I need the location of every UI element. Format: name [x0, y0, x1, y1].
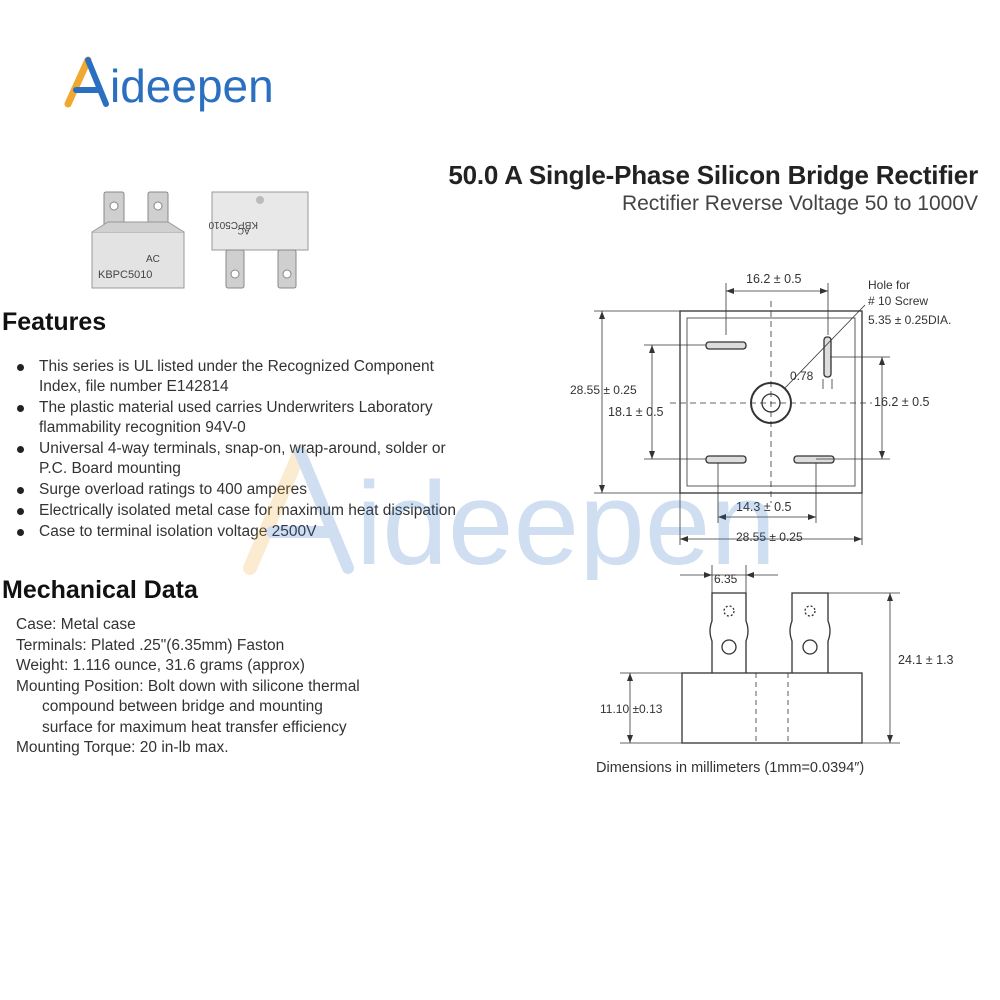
logo-wordmark: ideepen [110, 60, 274, 112]
dimension-drawing: 16.2 ± 0.5 Hole for # 10 Screw 5.35 ± 0.… [570, 272, 954, 744]
feature-item: This series is UL listed under the Recog… [14, 357, 474, 397]
dim-inner-left: 18.1 ± 0.5 [608, 405, 664, 419]
hole-note-line2: # 10 Screw [868, 294, 928, 308]
dim-outer-left: 28.55 ± 0.25 [570, 383, 637, 397]
feature-item: The plastic material used carries Underw… [14, 398, 474, 438]
terminal-slot [823, 336, 832, 378]
aideepen-logo: ideepen [64, 56, 274, 112]
mechanical-line: Mounting Torque: 20 in-lb max. [16, 739, 229, 756]
logo-a-orange-stroke [64, 56, 92, 108]
side-view-body [681, 672, 863, 744]
product-photo-front: AC KBPC5010 [91, 191, 185, 289]
mechanical-line: Weight: 1.116 ounce, 31.6 grams (approx) [16, 657, 305, 674]
mechanical-line: compound between bridge and mounting [42, 698, 323, 715]
side-view-terminal-right [789, 592, 831, 673]
feature-item: Case to terminal isolation voltage 2500V [14, 522, 474, 542]
mechanical-line: Mounting Position: Bolt down with silico… [16, 677, 360, 695]
photo-front-marking-model: KBPC5010 [98, 269, 152, 281]
dim-bottom-outer: 28.55 ± 0.25 [736, 530, 803, 544]
feature-item: Universal 4-way terminals, snap-on, wrap… [14, 439, 474, 479]
terminal-slot [705, 455, 747, 464]
page-title: 50.0 A Single-Phase Silicon Bridge Recti… [448, 160, 978, 190]
dim-right: 16.2 ± 0.5 [874, 395, 930, 409]
mounting-hole [750, 382, 792, 424]
side-view-terminal-left [709, 592, 749, 673]
photo-back-marking-model: KBPC5010 [208, 219, 258, 230]
dim-terminal-width: 6.35 [714, 572, 738, 586]
dim-top-width: 16.2 ± 0.5 [746, 272, 802, 286]
logo-a-blue-stroke [73, 57, 109, 107]
dim-body-height: 11.10 ±0.13 [600, 702, 663, 716]
hole-note-line3: 5.35 ± 0.25DIA. [868, 313, 951, 327]
photo-front-marking-ac: AC [146, 254, 160, 265]
mechanical-line: Terminals: Plated .25"(6.35mm) Faston [16, 636, 285, 654]
terminal-slot [705, 341, 747, 350]
dim-bottom-inner: 14.3 ± 0.5 [736, 500, 792, 514]
features-list: This series is UL listed under the Recog… [14, 357, 474, 543]
product-photo-back: KBPC5010 AC [208, 191, 309, 289]
page-subtitle: Rectifier Reverse Voltage 50 to 1000V [621, 192, 978, 215]
feature-item: Electrically isolated metal case for max… [14, 501, 474, 521]
dim-total-height: 24.1 ± 1.3 [898, 653, 954, 667]
mechanical-line: surface for maximum heat transfer effici… [42, 718, 347, 736]
mechanical-line: Case: Metal case [16, 616, 136, 633]
mechanical-data-heading: Mechanical Data [2, 576, 198, 604]
photo-back-marking-ac: AC [237, 226, 250, 236]
drawing-caption: Dimensions in millimeters (1mm=0.0394″) [596, 760, 865, 776]
terminal-slot [793, 455, 835, 464]
mechanical-data-list: Case: Metal case Terminals: Plated .25"(… [16, 615, 466, 759]
dim-pin-width: 0.78 [790, 369, 814, 383]
features-heading: Features [2, 308, 107, 336]
feature-item: Surge overload ratings to 400 amperes [14, 480, 474, 500]
hole-note-line1: Hole for [868, 278, 910, 292]
